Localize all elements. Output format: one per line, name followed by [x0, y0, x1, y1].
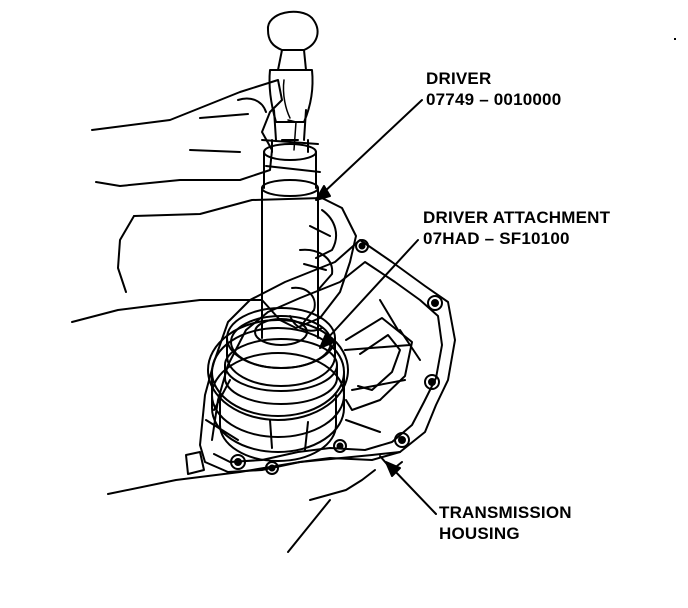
- driver-shaft: [261, 109, 319, 339]
- driver-attachment-part-number: 07HAD – SF10100: [423, 229, 570, 248]
- bolt-bosses: [230, 239, 443, 475]
- driver-attachment: [224, 307, 338, 405]
- driver-attachment-label: DRIVER ATTACHMENT: [423, 208, 611, 227]
- scan-speck: [674, 38, 676, 40]
- driver-part-number: 07749 – 0010000: [426, 90, 562, 109]
- callout-driver-attachment: DRIVER ATTACHMENT 07HAD – SF10100: [423, 207, 610, 249]
- leader-lower: [287, 499, 331, 553]
- arrow-attachment: [319, 333, 335, 349]
- leader-driver: [321, 99, 423, 195]
- housing-rim-inner: [211, 261, 443, 463]
- hammer: [266, 10, 319, 123]
- driver-label: DRIVER: [426, 69, 492, 88]
- housing-label-line2: HOUSING: [439, 524, 520, 543]
- housing-label-line1: TRANSMISSION: [439, 503, 572, 522]
- upper-hand: [91, 79, 321, 187]
- leader-housing: [391, 467, 437, 515]
- callout-driver: DRIVER 07749 – 0010000: [426, 68, 561, 110]
- arrow-driver: [315, 185, 331, 201]
- bench-surface: [107, 451, 401, 501]
- callout-transmission-housing: TRANSMISSION HOUSING: [439, 502, 572, 544]
- leader-attachment: [325, 239, 419, 341]
- lower-hand: [71, 197, 357, 332]
- arrow-housing: [385, 461, 401, 477]
- leader-lines: [287, 99, 437, 553]
